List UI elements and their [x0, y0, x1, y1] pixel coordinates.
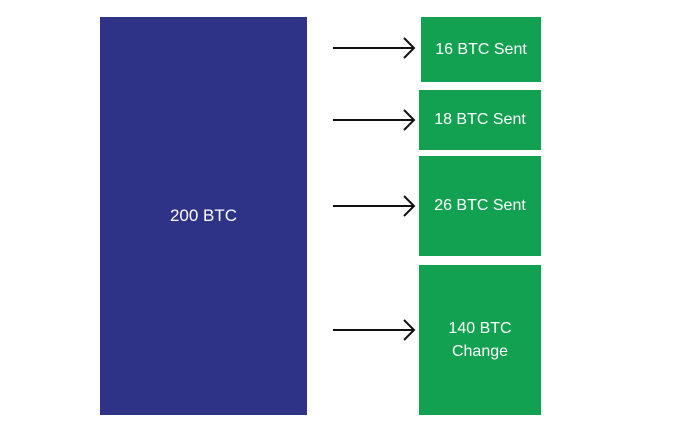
output-label: 16 BTC Sent: [435, 40, 527, 58]
output-box-140-btc-change: 140 BTC Change: [419, 265, 541, 415]
arrow-to-output-2: [333, 109, 416, 131]
output-box-26-btc-sent: 26 BTC Sent: [419, 156, 541, 256]
arrow-to-output-3: [333, 195, 416, 217]
input-200-btc-box: 200 BTC: [100, 17, 307, 415]
arrow-to-output-1: [333, 37, 416, 59]
output-label: 140 BTC Change: [448, 319, 512, 360]
arrow-to-output-4: [333, 319, 416, 341]
output-box-18-btc-sent: 18 BTC Sent: [419, 90, 541, 150]
output-label: 26 BTC Sent: [434, 197, 526, 215]
output-label: 18 BTC Sent: [434, 111, 526, 129]
input-label: 200 BTC: [169, 206, 238, 225]
output-box-16-btc-sent: 16 BTC Sent: [421, 17, 541, 82]
